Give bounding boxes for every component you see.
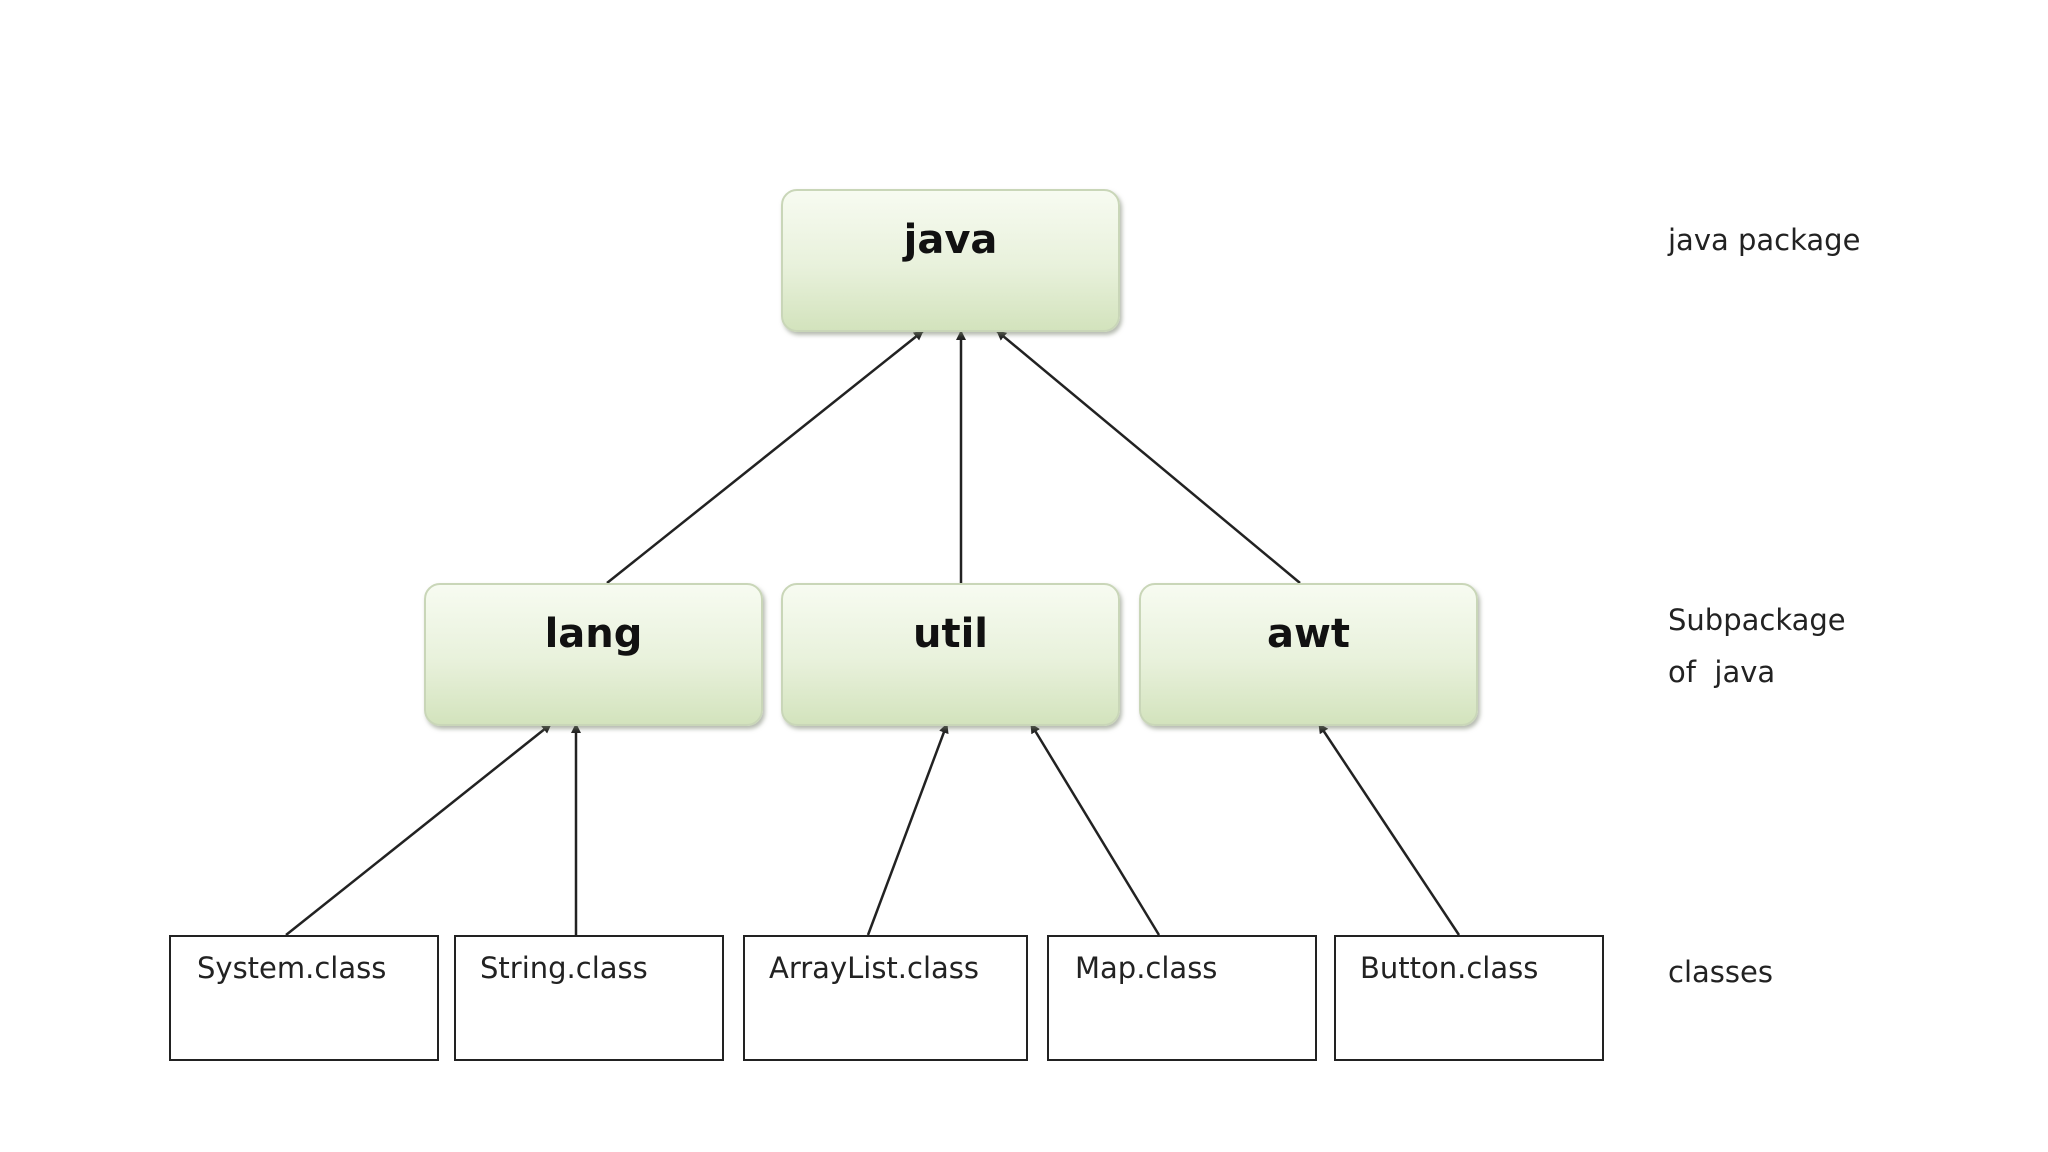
arrow-system-to-lang (285, 723, 552, 936)
class-string-label: String.class (480, 951, 648, 985)
subpackage-util-label: util (912, 611, 989, 657)
class-system-label: System.class (197, 951, 387, 985)
class-string-box: String.class (454, 935, 724, 1061)
subpackage-util-box: util (781, 583, 1120, 726)
package-java-box: java (781, 189, 1120, 332)
class-arraylist-label: ArrayList.class (769, 951, 980, 985)
class-arraylist-box: ArrayList.class (743, 935, 1028, 1061)
subpackage-awt-box: awt (1139, 583, 1478, 726)
level-label-package: java package (1668, 223, 1861, 257)
arrow-arraylist-to-util (866, 723, 949, 936)
class-map-box: Map.class (1047, 935, 1317, 1061)
level-label-classes: classes (1668, 955, 1773, 989)
package-java-label: java (903, 217, 998, 263)
subpackage-awt-label: awt (1266, 611, 1351, 657)
level-label-subpackage-line1: Subpackage (1668, 603, 1846, 637)
arrow-awt-to-java (996, 330, 1301, 584)
arrow-lang-to-java (606, 330, 924, 584)
class-system-box: System.class (169, 935, 439, 1061)
arrow-button-to-awt (1317, 723, 1461, 936)
level-label-subpackage-line2: of java (1668, 655, 1776, 689)
subpackage-lang-box: lang (424, 583, 763, 726)
arrow-map-to-util (1029, 723, 1161, 936)
class-button-label: Button.class (1360, 951, 1539, 985)
class-map-label: Map.class (1075, 951, 1218, 985)
class-button-box: Button.class (1334, 935, 1604, 1061)
subpackage-lang-label: lang (544, 611, 643, 657)
